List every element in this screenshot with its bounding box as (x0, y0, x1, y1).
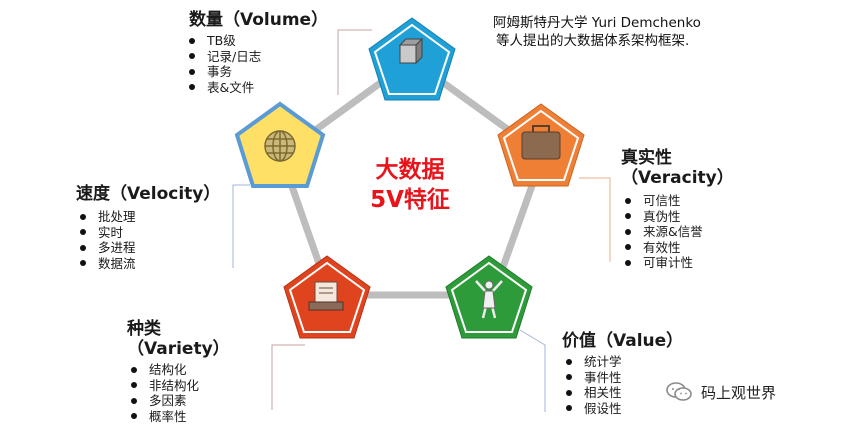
list-item: 结构化 (131, 362, 230, 378)
list-item: 假设性 (566, 401, 683, 417)
value-node (445, 255, 533, 339)
variety-title-sub: （Variety） (127, 339, 230, 359)
cube-icon (398, 37, 424, 65)
veracity-title: 真实性 (621, 148, 672, 168)
source-note: 阿姆斯特丹大学 Yuri Demchenko 等人提出的大数据体系架构框架. (493, 14, 701, 50)
list-item: 事务 (189, 64, 328, 80)
list-item: 非结构化 (131, 378, 230, 394)
value-label: 价值（Value） 统计学 事件性 相关性 假设性 (562, 333, 683, 416)
value-title: 价值（Value） (562, 331, 684, 351)
document-icon (308, 281, 344, 311)
list-item: 相关性 (566, 385, 683, 401)
volume-label: 数量（Volume） TB级 记录/日志 事务 表&文件 (189, 12, 328, 95)
list-item: 数据流 (80, 256, 220, 272)
wechat-icon (666, 382, 692, 401)
list-item: 有效性 (625, 240, 734, 256)
veracity-list: 可信性 真伪性 来源&信誉 有效性 可审计性 (625, 193, 734, 271)
volume-node (368, 17, 456, 101)
list-item: 真伪性 (625, 209, 734, 225)
source-note-line2: 等人提出的大数据体系架构框架. (496, 33, 690, 49)
veracity-title-sub: （Veracity） (621, 168, 734, 188)
list-item: 可信性 (625, 193, 734, 209)
watermark: 码上观世界 (665, 381, 776, 403)
variety-node (283, 255, 371, 339)
velocity-list: 批处理 实时 多进程 数据流 (80, 209, 220, 271)
volume-title: 数量（Volume） (189, 10, 329, 30)
list-item: 实时 (80, 225, 220, 241)
center-title-line2: 5V特征 (370, 187, 450, 213)
list-item: 表&文件 (189, 80, 328, 96)
value-list: 统计学 事件性 相关性 假设性 (566, 354, 683, 416)
list-item: 可审计性 (625, 255, 734, 271)
list-item: 多进程 (80, 240, 220, 256)
list-item: 概率性 (131, 409, 230, 425)
connector-variety (271, 344, 305, 410)
list-item: TB级 (189, 33, 328, 49)
velocity-label: 速度（Velocity） 批处理 实时 多进程 数据流 (76, 186, 220, 271)
person-icon (475, 280, 503, 319)
variety-list: 结构化 非结构化 多因素 概率性 (131, 362, 230, 424)
velocity-node (234, 101, 326, 188)
list-item: 来源&信誉 (625, 224, 734, 240)
center-title-line1: 大数据 (375, 157, 445, 183)
connector-lines (232, 29, 611, 412)
connector-veracity (579, 177, 611, 262)
variety-title: 种类 (127, 319, 161, 339)
globe-icon (264, 130, 296, 162)
center-title: 大数据 5V特征 (335, 155, 485, 215)
velocity-title: 速度（Velocity） (76, 184, 221, 204)
watermark-text: 码上观世界 (701, 383, 777, 402)
source-note-line1: 阿姆斯特丹大学 Yuri Demchenko (493, 15, 701, 31)
list-item: 事件性 (566, 370, 683, 386)
list-item: 批处理 (80, 209, 220, 225)
variety-label: 种类 （Variety） 结构化 非结构化 多因素 概率性 (127, 321, 230, 424)
volume-list: TB级 记录/日志 事务 表&文件 (189, 33, 328, 95)
list-item: 统计学 (566, 354, 683, 370)
connector-volume (337, 29, 372, 95)
list-item: 多因素 (131, 393, 230, 409)
connector-value (519, 329, 546, 412)
connector-velocity (232, 184, 250, 268)
list-item: 记录/日志 (189, 49, 328, 65)
veracity-label: 真实性 （Veracity） 可信性 真伪性 来源&信誉 有效性 可审计性 (621, 150, 734, 271)
veracity-node (497, 103, 585, 187)
briefcase-icon (521, 125, 561, 160)
